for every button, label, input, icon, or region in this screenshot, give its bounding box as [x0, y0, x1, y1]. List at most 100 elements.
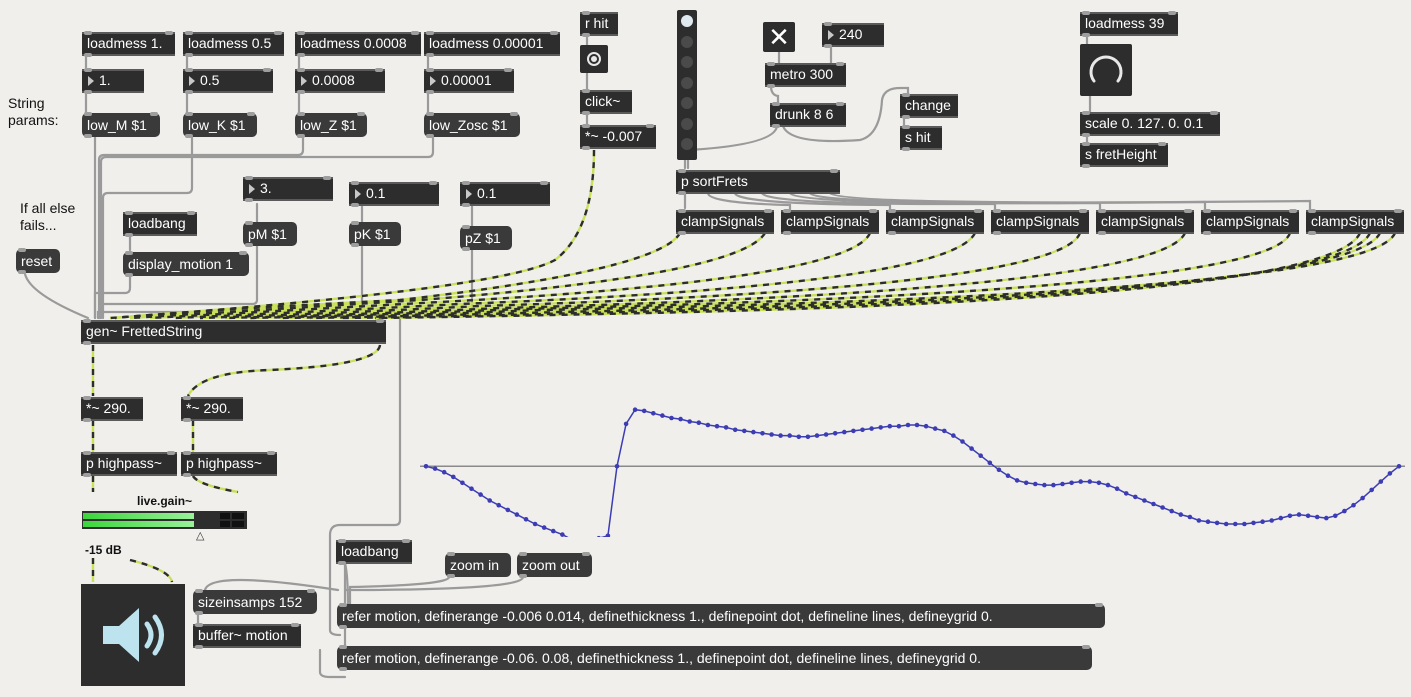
- inlet-port[interactable]: [84, 112, 92, 116]
- inlet-port[interactable]: [510, 112, 518, 116]
- inlet-port[interactable]: [678, 209, 686, 213]
- radio-option[interactable]: [681, 138, 693, 150]
- outlet-port[interactable]: [993, 231, 1001, 235]
- outlet-port[interactable]: [678, 191, 686, 195]
- inlet-port[interactable]: [183, 396, 191, 400]
- loadmess-k-object[interactable]: loadmess 0.5: [183, 31, 284, 57]
- outlet-port[interactable]: [83, 473, 91, 477]
- radio-option[interactable]: [681, 56, 693, 68]
- outlet-port[interactable]: [1082, 164, 1090, 168]
- inlet-port[interactable]: [263, 68, 271, 72]
- outlet-port[interactable]: [297, 53, 305, 57]
- inlet-port[interactable]: [764, 209, 772, 213]
- inlet-port[interactable]: [83, 451, 91, 455]
- highpass-left[interactable]: p highpass~: [81, 451, 177, 477]
- audio-output-button[interactable]: [81, 584, 185, 686]
- loadmess-m-object[interactable]: loadmess 1.: [82, 31, 175, 57]
- outlet-port[interactable]: [1308, 231, 1316, 235]
- inlet-port[interactable]: [375, 68, 383, 72]
- inlet-port[interactable]: [185, 68, 193, 72]
- outlet-port[interactable]: [582, 111, 590, 115]
- times-gain-left[interactable]: *~ 290.: [81, 396, 143, 422]
- outlet-port[interactable]: [185, 53, 193, 57]
- inlet-port[interactable]: [195, 589, 203, 593]
- fret-height-dial[interactable]: [1080, 44, 1132, 96]
- outlet-port[interactable]: [519, 574, 527, 578]
- zoom-out-button[interactable]: zoom out: [517, 552, 592, 578]
- inlet-port[interactable]: [1203, 209, 1211, 213]
- clamp-signals-5[interactable]: clampSignals: [1096, 209, 1194, 235]
- inlet-port[interactable]: [1158, 142, 1166, 146]
- message-low-z[interactable]: low_Z $1: [295, 112, 367, 138]
- inlet-port[interactable]: [323, 176, 331, 180]
- inlet-port[interactable]: [357, 112, 365, 116]
- zoom-in-button[interactable]: zoom in: [445, 552, 511, 578]
- outlet-port[interactable]: [84, 53, 92, 57]
- number-box-pz[interactable]: 0.1: [460, 181, 550, 207]
- outlet-port[interactable]: [426, 90, 434, 94]
- inlet-port[interactable]: [426, 31, 434, 35]
- inlet-port[interactable]: [351, 221, 359, 225]
- inlet-port[interactable]: [678, 169, 686, 173]
- inlet-port[interactable]: [167, 451, 175, 455]
- inlet-port[interactable]: [582, 89, 590, 93]
- inlet-port[interactable]: [772, 102, 780, 106]
- outlet-port[interactable]: [678, 231, 686, 235]
- message-pk[interactable]: pK $1: [349, 221, 401, 247]
- message-display-motion[interactable]: display_motion 1: [123, 251, 249, 277]
- inlet-port[interactable]: [1082, 11, 1090, 15]
- radio-option[interactable]: [681, 117, 693, 130]
- clamp-signals-2[interactable]: clampSignals: [781, 209, 879, 235]
- clamp-signals-1[interactable]: clampSignals: [676, 209, 774, 235]
- inlet-port[interactable]: [582, 124, 590, 128]
- outlet-port[interactable]: [125, 233, 133, 237]
- message-pm[interactable]: pM $1: [243, 221, 297, 247]
- inlet-port[interactable]: [274, 31, 282, 35]
- inlet-port[interactable]: [1289, 209, 1297, 213]
- inlet-port[interactable]: [411, 31, 419, 35]
- inlet-port[interactable]: [1394, 209, 1402, 213]
- gain-slider[interactable]: [82, 511, 247, 529]
- message-low-zosc[interactable]: low_Zosc $1: [424, 112, 520, 138]
- inlet-port[interactable]: [297, 112, 305, 116]
- refer-zoom-in-message[interactable]: refer motion, definerange -0.006 0.014, …: [337, 603, 1105, 629]
- inlet-port[interactable]: [1098, 209, 1106, 213]
- message-low-m[interactable]: low_M $1: [82, 112, 160, 138]
- inlet-port[interactable]: [339, 603, 347, 607]
- clamp-signals-6[interactable]: clampSignals: [1201, 209, 1299, 235]
- outlet-port[interactable]: [1098, 231, 1106, 235]
- message-pz[interactable]: pZ $1: [460, 225, 512, 251]
- refer-zoom-out-message[interactable]: refer motion, definerange -0.06. 0.08, d…: [337, 645, 1092, 671]
- outlet-port[interactable]: [462, 203, 470, 207]
- inlet-port[interactable]: [993, 209, 1001, 213]
- outlet-port[interactable]: [426, 53, 434, 57]
- inlet-port[interactable]: [519, 552, 527, 556]
- inlet-port[interactable]: [462, 225, 470, 229]
- times-click-object[interactable]: *~ -0.007: [580, 124, 656, 150]
- loadbang-scope-object[interactable]: loadbang: [336, 539, 412, 565]
- inlet-port[interactable]: [339, 645, 347, 649]
- inlet-port[interactable]: [183, 451, 191, 455]
- inlet-port[interactable]: [974, 209, 982, 213]
- inlet-port[interactable]: [1082, 645, 1090, 649]
- bang-button[interactable]: [580, 45, 608, 73]
- radio-option[interactable]: [681, 35, 693, 48]
- drunk-object[interactable]: drunk 8 6: [770, 102, 846, 128]
- inlet-port[interactable]: [402, 539, 410, 543]
- radio-option[interactable]: [681, 97, 693, 109]
- outlet-port[interactable]: [183, 418, 191, 422]
- inlet-port[interactable]: [125, 211, 133, 215]
- message-low-k[interactable]: low_K $1: [183, 112, 257, 138]
- clamp-signals-7[interactable]: clampSignals: [1306, 209, 1404, 235]
- inlet-port[interactable]: [338, 539, 346, 543]
- number-box-tempo[interactable]: 240: [822, 22, 884, 48]
- outlet-port[interactable]: [351, 203, 359, 207]
- inlet-port[interactable]: [824, 22, 832, 26]
- loadmess-39-object[interactable]: loadmess 39: [1080, 11, 1178, 37]
- inlet-port[interactable]: [83, 319, 91, 323]
- outlet-port[interactable]: [902, 147, 910, 151]
- sizeinsamps-message[interactable]: sizeinsamps 152: [193, 589, 317, 615]
- inlet-port[interactable]: [888, 209, 896, 213]
- inlet-port[interactable]: [195, 623, 203, 627]
- inlet-port[interactable]: [836, 102, 844, 106]
